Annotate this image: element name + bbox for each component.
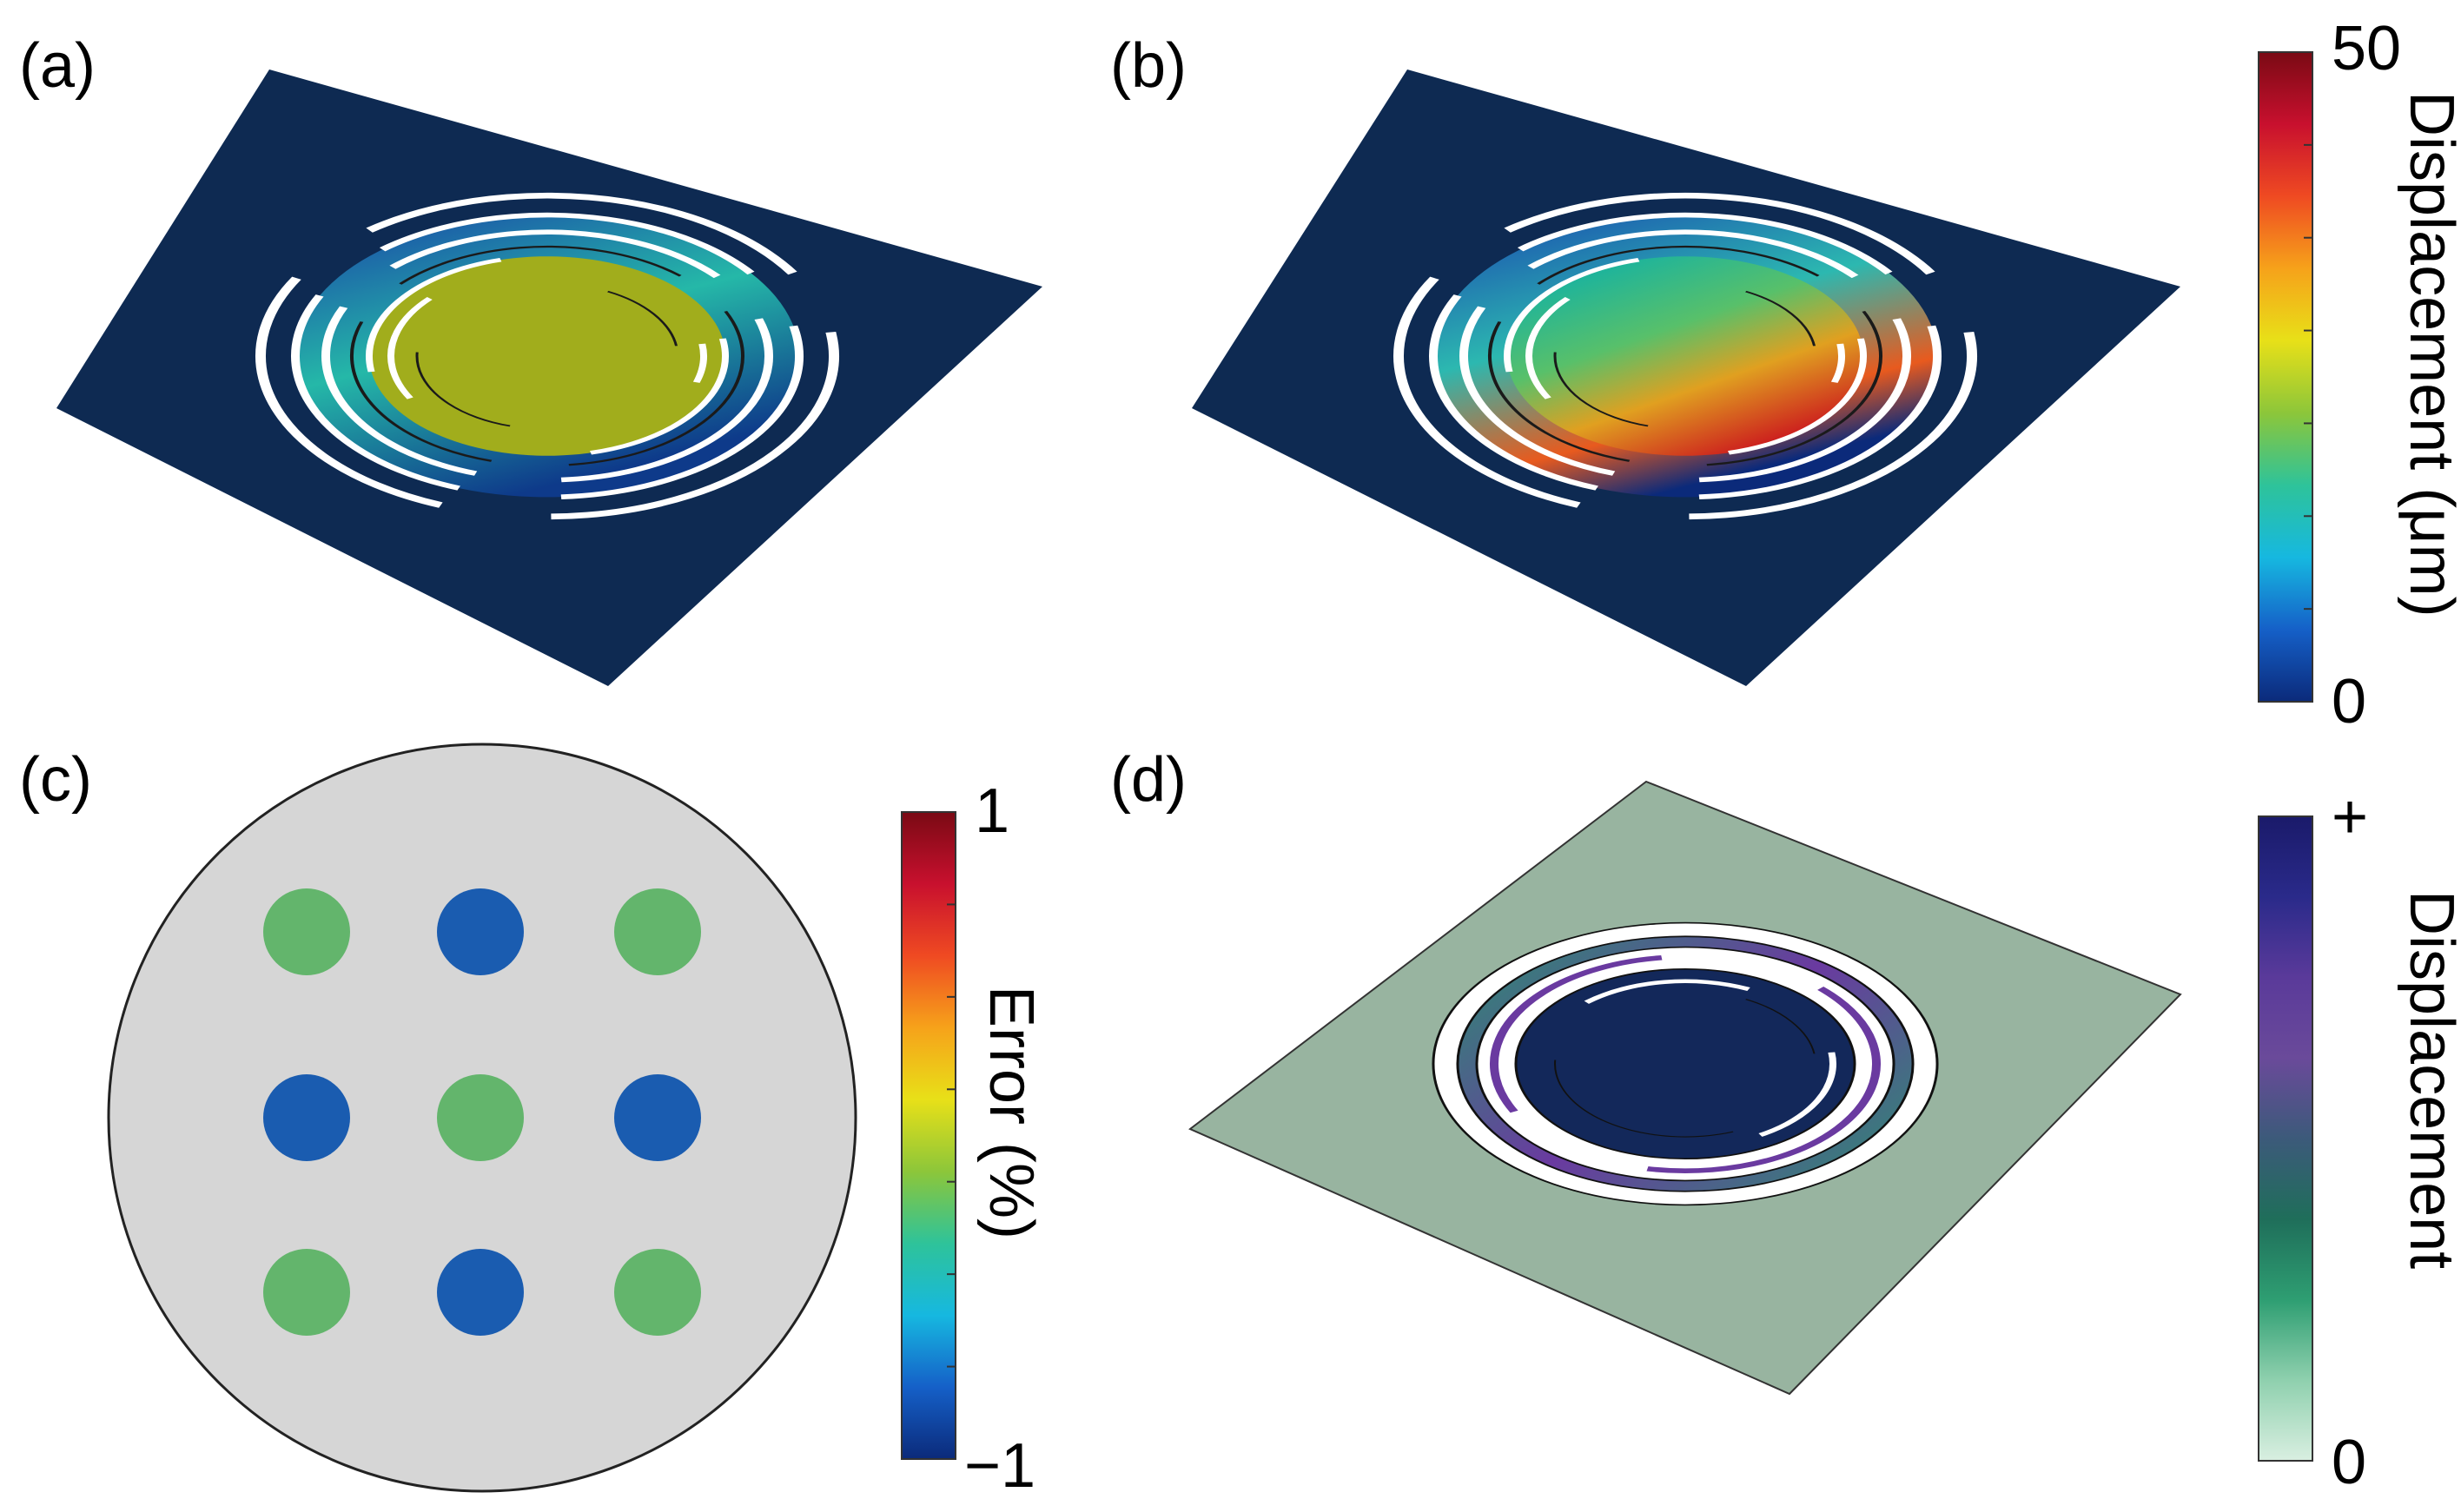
panel-label-a: (a) <box>19 31 96 101</box>
colorbar-error-max: 1 <box>975 776 1010 846</box>
error-dot-green <box>614 888 701 975</box>
error-dot-blue <box>263 1074 350 1161</box>
center-disk-a <box>369 256 725 456</box>
panel-label-b: (b) <box>1110 31 1187 101</box>
error-dot-green <box>614 1249 701 1336</box>
colorbar-displacement-title: Displacement (μm) <box>2397 91 2461 617</box>
error-dot-green <box>437 1074 524 1161</box>
error-dot-grid <box>263 888 701 1336</box>
colorbar-displacement-max: 50 <box>2332 14 2402 83</box>
colorbar-error-title: Error (%) <box>976 986 1046 1239</box>
plate-panel-d <box>1188 780 2182 1396</box>
colorbar-relative-max: + <box>2332 782 2369 852</box>
colorbar-displacement <box>2258 51 2313 703</box>
center-disk-d <box>1514 967 1856 1160</box>
colorbar-error-bar <box>901 811 956 1460</box>
center-disk-b <box>1507 256 1863 456</box>
colorbar-error-min: −1 <box>964 1431 1036 1501</box>
error-map-panel-c <box>107 743 857 1493</box>
colorbar-displacement-ticks <box>2304 143 2312 611</box>
colorbar-relative-title: Displacement <box>2397 890 2461 1270</box>
outer-ring-a <box>255 192 839 520</box>
panel-label-c: (c) <box>19 745 92 815</box>
plate-panel-a <box>56 69 1042 686</box>
error-dot-green <box>263 888 350 975</box>
colorbar-displacement-min: 0 <box>2332 667 2367 736</box>
colorbar-relative-min: 0 <box>2332 1428 2367 1497</box>
error-dot-blue <box>437 1249 524 1336</box>
panel-label-d: (d) <box>1110 745 1187 815</box>
outer-ring-b <box>1393 192 1977 520</box>
plate-panel-b <box>1192 69 2180 686</box>
error-dot-blue <box>614 1074 701 1161</box>
colorbar-displacement-bar <box>2258 51 2313 703</box>
colorbar-relative-bar <box>2258 815 2313 1462</box>
error-dot-green <box>263 1249 350 1336</box>
error-dot-blue <box>437 888 524 975</box>
colorbar-error-ticks <box>947 903 956 1368</box>
colorbar-relative <box>2258 815 2313 1462</box>
colorbar-error <box>901 811 956 1460</box>
